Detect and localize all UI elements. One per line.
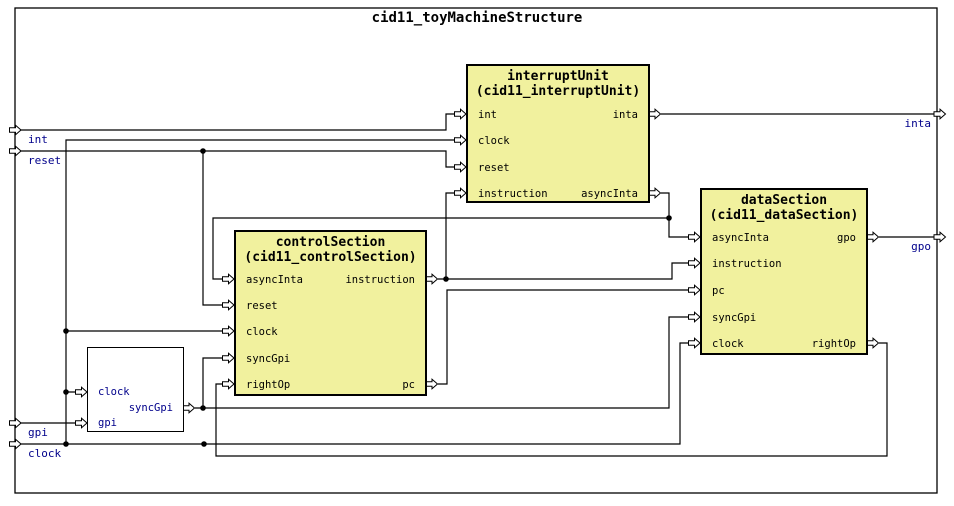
block-controlSection[interactable]: controlSection (cid11_controlSection) as… [234, 230, 427, 396]
frame-port-label-clock: clock [28, 447, 62, 460]
net-reset [20, 150, 454, 306]
block-entity-name: (cid11_controlSection) [244, 250, 417, 265]
pin-label: instruction [712, 258, 782, 270]
pin-label: pc [712, 285, 725, 297]
block-dataSection[interactable]: dataSection (cid11_dataSection) asyncInt… [700, 188, 868, 355]
pin-label: inta [612, 109, 638, 121]
net-instruction [438, 192, 688, 280]
block-instance-name: dataSection [740, 193, 828, 208]
net-int [20, 113, 454, 131]
pin-label: gpi [98, 417, 117, 429]
frame-port-label-reset: reset [28, 154, 62, 167]
frame-port-label-gpi: gpi [28, 426, 48, 439]
pin-label: reset [478, 162, 510, 174]
pin-label: clock [246, 326, 278, 338]
net-clock [20, 139, 688, 445]
block-instance-name: interruptUnit [507, 69, 609, 84]
pin-label: asyncInta [581, 188, 638, 200]
pin-label: instruction [345, 274, 415, 286]
net-rightOp [215, 342, 888, 457]
frame-port-label-inta: inta [904, 117, 932, 130]
pin-label: rightOp [811, 338, 856, 350]
pin-label: reset [246, 300, 278, 312]
pin-label: asyncInta [712, 232, 769, 244]
block-input-synchronizer[interactable]: clock gpi syncGpi [87, 347, 184, 432]
diagram-title: cid11_toyMachineStructure [371, 10, 583, 26]
net-wires[interactable] [20, 113, 934, 457]
frame-port-label-gpo: gpo [911, 240, 931, 253]
diagram-frame [14, 7, 938, 494]
net-pc [438, 289, 688, 385]
pin-label: int [478, 109, 497, 121]
frame-port-label-int: int [28, 133, 48, 146]
pin-label: syncGpi [712, 312, 757, 324]
pin-label: clock [712, 338, 744, 350]
pin-label: pc [402, 379, 415, 391]
block-entity-name: (cid11_interruptUnit) [475, 84, 641, 99]
pin-label: clock [98, 386, 130, 398]
pin-label: gpo [837, 232, 856, 244]
pin-label: asyncInta [246, 274, 303, 286]
net-syncGpi [195, 316, 688, 409]
net-asyncInta [212, 192, 688, 280]
pin-label: syncGpi [128, 402, 173, 414]
block-interruptUnit[interactable]: interruptUnit (cid11_interruptUnit) int … [466, 64, 650, 203]
pin-label: syncGpi [246, 353, 291, 365]
block-entity-name: (cid11_dataSection) [709, 208, 859, 223]
block-instance-name: controlSection [275, 235, 386, 250]
pin-label: rightOp [246, 379, 291, 391]
junction-dots [63, 148, 672, 447]
pin-label: clock [478, 135, 510, 147]
pin-label: instruction [478, 188, 548, 200]
